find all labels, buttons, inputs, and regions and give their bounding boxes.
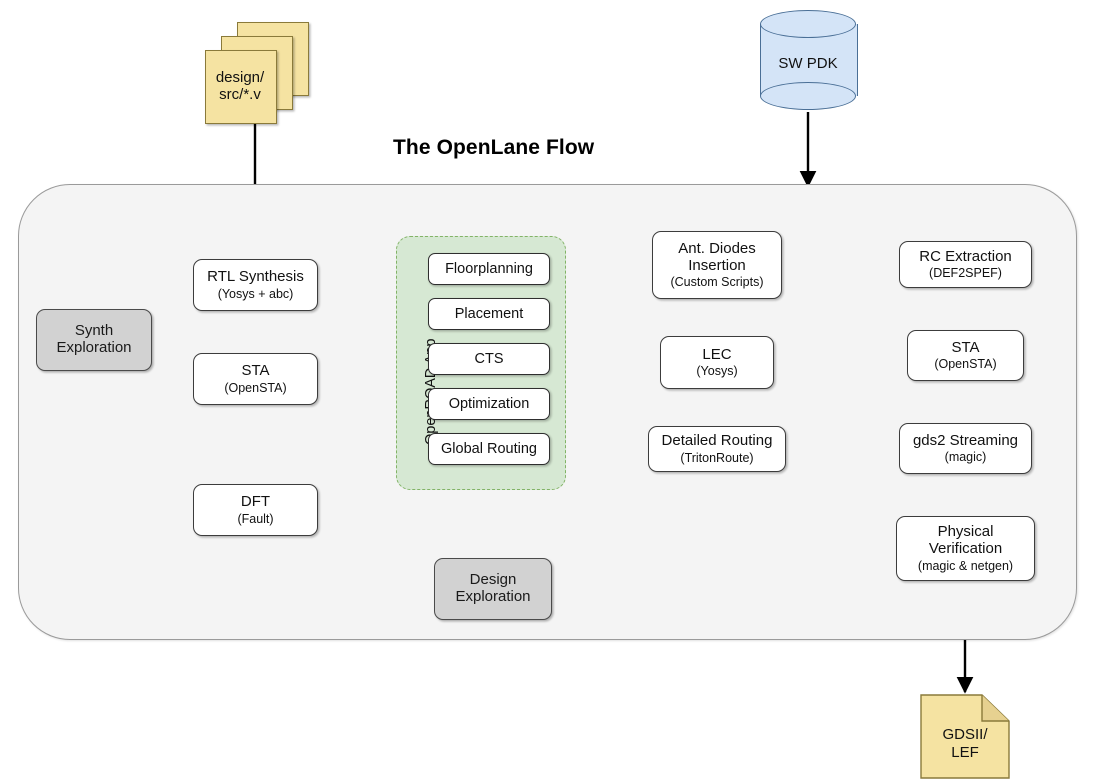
- gdsii-line2: LEF: [951, 744, 979, 761]
- page-title: The OpenLane Flow: [393, 136, 595, 159]
- node-tool: (magic): [944, 450, 987, 465]
- node-tool: (Yosys + abc): [217, 286, 294, 301]
- node-sta-synthesis[interactable]: STA (OpenSTA): [193, 353, 318, 405]
- node-gds2-streaming[interactable]: gds2 Streaming (magic): [899, 423, 1032, 474]
- node-floorplanning[interactable]: Floorplanning: [428, 253, 550, 285]
- node-optimization[interactable]: Optimization: [428, 388, 550, 420]
- node-tool: (OpenSTA): [934, 357, 997, 372]
- node-rc-extraction[interactable]: RC Extraction (DEF2SPEF): [899, 241, 1032, 288]
- node-title: RC Extraction: [919, 247, 1012, 265]
- design-sources-line1: design/: [215, 68, 265, 86]
- node-title-line2: Verification: [928, 540, 1003, 557]
- node-title: gds2 Streaming: [912, 431, 1019, 449]
- database-top-ellipse: [760, 10, 856, 38]
- input-design-sources: design/ src/*.v: [205, 22, 310, 124]
- node-title: Placement: [454, 305, 524, 322]
- synth-exploration-line1: Synth: [74, 322, 114, 340]
- node-cts[interactable]: CTS: [428, 343, 550, 375]
- node-title-line2: Insertion: [688, 256, 746, 274]
- node-lec[interactable]: LEC (Yosys): [660, 336, 774, 389]
- node-physical-verification[interactable]: Physical Verification (magic & netgen): [896, 516, 1035, 581]
- node-global-routing[interactable]: Global Routing: [428, 433, 550, 465]
- output-gdsii-lef: GDSII/ LEF: [920, 694, 1010, 779]
- node-title: LEC: [702, 345, 732, 363]
- node-design-exploration[interactable]: Design Exploration: [434, 558, 552, 620]
- input-pdk-database: SW PDK: [760, 10, 858, 112]
- node-placement[interactable]: Placement: [428, 298, 550, 330]
- node-tool: (magic & netgen): [917, 558, 1014, 573]
- node-tool: (DEF2SPEF): [929, 266, 1002, 281]
- pdk-label: SW PDK: [778, 54, 838, 72]
- node-detailed-routing[interactable]: Detailed Routing (TritonRoute): [648, 426, 786, 472]
- design-exploration-line1: Design: [469, 571, 517, 589]
- node-tool: (Fault): [237, 511, 274, 526]
- node-sta-signoff[interactable]: STA (OpenSTA): [907, 330, 1024, 381]
- node-rtl-synthesis[interactable]: RTL Synthesis (Yosys + abc): [193, 259, 318, 311]
- node-tool: (Custom Scripts): [670, 275, 764, 290]
- node-tool: (OpenSTA): [224, 380, 287, 395]
- node-tool: (TritonRoute): [680, 450, 754, 465]
- node-tool: (Yosys): [696, 364, 738, 379]
- node-title: Floorplanning: [445, 260, 533, 277]
- node-dft[interactable]: DFT (Fault): [193, 484, 318, 536]
- design-exploration-line2: Exploration: [455, 588, 531, 605]
- node-title-line1: Ant. Diodes: [678, 239, 756, 257]
- node-title-line1: Physical: [937, 523, 994, 541]
- gdsii-label: GDSII/ LEF: [920, 718, 1010, 770]
- node-title: Global Routing: [441, 440, 537, 457]
- node-synth-exploration[interactable]: Synth Exploration: [36, 309, 152, 371]
- gdsii-doc-shape: [920, 694, 1010, 779]
- node-title: DFT: [240, 493, 271, 511]
- node-title: RTL Synthesis: [207, 268, 304, 286]
- design-sources-label: design/ src/*.v: [197, 60, 283, 112]
- node-title: Optimization: [448, 395, 530, 412]
- node-ant-diodes-insertion[interactable]: Ant. Diodes Insertion (Custom Scripts): [652, 231, 782, 299]
- gdsii-line1: GDSII/: [942, 726, 988, 744]
- doc-sheet-front: [205, 50, 277, 124]
- design-sources-line2: src/*.v: [219, 86, 261, 103]
- node-title: STA: [951, 338, 980, 356]
- database-bottom-ellipse: [760, 82, 856, 110]
- node-title: Detailed Routing: [661, 432, 773, 450]
- synth-exploration-line2: Exploration: [56, 339, 132, 356]
- node-title: STA: [241, 362, 270, 380]
- node-title: CTS: [474, 350, 504, 367]
